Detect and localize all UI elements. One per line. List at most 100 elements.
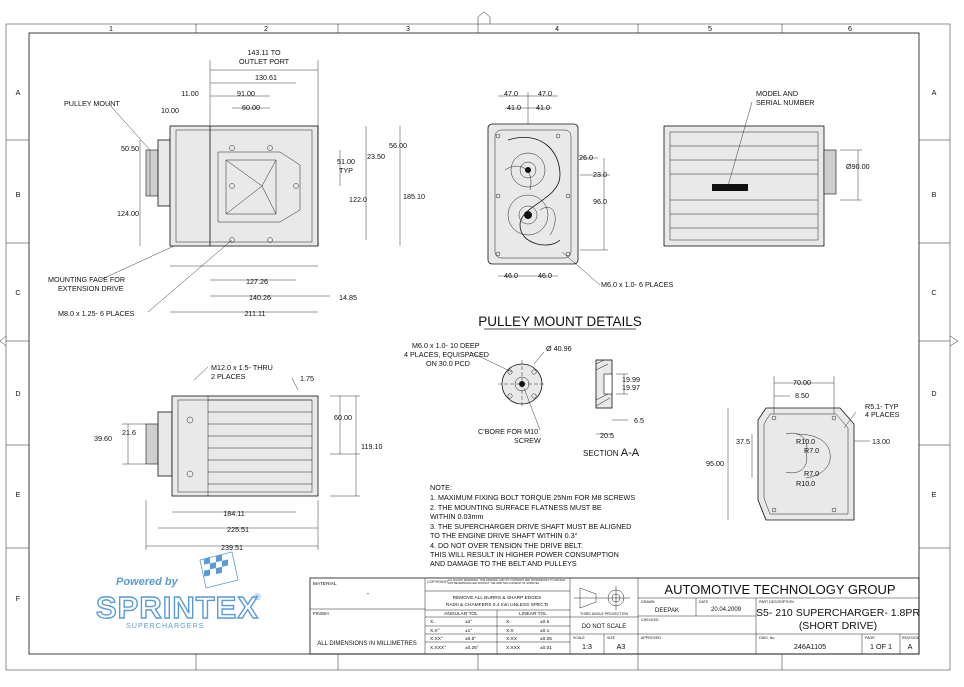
dim-r10-0-a: R10.0 (796, 437, 815, 446)
dim-119-10: 119.10 (361, 442, 382, 451)
tb-projection: THIRD ANGLE PROJECTION (580, 612, 629, 616)
dim-6-5: 6.5 (634, 416, 644, 425)
grid-row-e: E (16, 490, 21, 499)
dim-41-0-b: 41.0 (536, 103, 550, 112)
label-serial: SERIAL NUMBER (756, 98, 814, 107)
tol-r1-c1: X. (430, 619, 435, 625)
grid-row-c-right: C (931, 288, 936, 297)
note-3b: TO THE ENGINE DRIVE SHAFT WITHIN 0.3° (430, 531, 578, 540)
tb-finish-label: FINISH (313, 611, 329, 617)
tol-r2-c4: ±0.1 (540, 628, 550, 634)
label-pulley-mount: PULLEY MOUNT (64, 99, 120, 108)
dim-60-00: 60.00 (242, 103, 260, 112)
tol-r3-c1: X.XX° (430, 636, 443, 642)
label-pcd: ON 30.0 PCD (426, 359, 470, 368)
label-mounting-face: MOUNTING FACE FOR (48, 275, 125, 284)
label-m12-thru: M12.0 x 1.5- THRU (211, 363, 273, 372)
grid-row-d-right: D (931, 389, 936, 398)
tb-linear-tol: LINEAR TOL (519, 611, 547, 617)
bottom-view: M12.0 x 1.5- THRU 2 PLACES 1.75 60.00 11… (94, 363, 382, 552)
label-2-places: 2 PLACES (211, 372, 246, 381)
logo-tagline: Powered by (116, 576, 179, 588)
pulley-title: PULLEY MOUNT DETAILS (478, 314, 642, 329)
label-model: MODEL AND (756, 89, 798, 98)
tb-material-value: - (367, 589, 370, 598)
tol-r1-c2: ±2° (465, 619, 472, 625)
note-2: 2. THE MOUNTING SURFACE FLATNESS MUST BE (430, 503, 602, 512)
tb-size-label: SIZE (607, 636, 616, 640)
note-4b: THIS WILL RESULT IN HIGHER POWER CONSUMP… (430, 550, 619, 559)
dim-140-26: 140.26 (249, 293, 271, 302)
label-m8-holes: M8.0 x 1.25- 6 PLACES (58, 309, 135, 318)
note-1: 1. MAXIMUM FIXING BOLT TORQUE 25Nm FOR M… (430, 493, 635, 502)
tol-r4-c4: ±0.01 (540, 645, 552, 651)
tb-copyright-label: COPYRIGHT (427, 580, 449, 584)
logo-sub: SUPERCHARGERS (126, 621, 205, 630)
dim-46-0-a: 46.0 (504, 271, 518, 280)
sprintex-logo: Powered by SPRINTEX ® SUPERCHARGERS (95, 551, 261, 630)
label-extension-drive: EXTENSION DRIVE (58, 284, 124, 293)
grid-row-e-right: E (932, 490, 937, 499)
end-view: 47.0 47.0 41.0 41.0 26.0 23.0 96.0 46.0 … (487, 89, 674, 289)
label-m6-holes: M6.0 x 1.0- 6 PLACES (601, 280, 674, 289)
dim-185-10: 185.10 (403, 192, 425, 201)
tb-burrs-2: RADII & CHAMFERS 0.4 mm UNLESS SPEC'D (446, 602, 549, 608)
dim-typ: TYP (339, 166, 353, 175)
tol-r1-c4: ±0.5 (540, 619, 550, 625)
grid-row-b-right: B (932, 190, 937, 199)
dim-122-0: 122.0 (349, 195, 367, 204)
checkered-flag-icon (199, 551, 239, 589)
tb-copyright-text: ALL RIGHTS RESERVED. THIS DRAWING AND IT… (448, 579, 566, 585)
tb-part-desc-1: S5- 210 SUPERCHARGER- 1.8PR (756, 607, 920, 619)
dim-91-00: 91.00 (237, 89, 255, 98)
dim-130-61: 130.61 (255, 73, 277, 82)
tb-burrs-1: REMOVE ALL BURRS & SHARP EDGES (453, 595, 542, 601)
dim-20-5: 20.5 (600, 431, 614, 440)
small-end-view: 70.00 8.50 R5.1- TYP 4 PLACES 13.00 37.5… (706, 376, 900, 521)
tb-scale-label: SCALE (573, 636, 585, 640)
grid-row-a-right: A (932, 88, 937, 97)
grid-col-4: 4 (555, 24, 559, 33)
tol-r2-c1: X.X° (430, 628, 440, 634)
notes-heading: NOTE: (430, 483, 452, 492)
dim-dia-40-96: Ø 40.96 (546, 344, 572, 353)
grid-row-d: D (15, 389, 20, 398)
grid-col-6: 6 (848, 24, 852, 33)
tb-part-desc-label: PART DESCRIPTION (759, 600, 794, 604)
dim-96-0: 96.0 (593, 197, 607, 206)
label-screw: SCREW (514, 436, 541, 445)
tol-r4-c2: ±0.25° (465, 645, 479, 651)
tb-checked-label: CHECKED (641, 618, 659, 622)
dim-1-75: 1.75 (300, 374, 314, 383)
tb-page-label: PAGE (865, 636, 875, 640)
dim-14-85: 14.85 (339, 293, 357, 302)
tb-drawn-label: DRAWN (641, 600, 655, 604)
logo-brand: SPRINTEX (96, 590, 259, 625)
dim-19-97: 19.97 (622, 383, 640, 392)
dim-51-00: 51.00 (337, 157, 355, 166)
dim-127-26: 127.26 (246, 277, 268, 286)
dim-143-11-a: 143.11 TO (247, 48, 281, 57)
grid-row-c: C (15, 288, 20, 297)
dim-21-6: 21.6 (122, 428, 136, 437)
dim-r5-1: R5.1- TYP (865, 402, 899, 411)
grid-col-1: 1 (109, 24, 113, 33)
label-m6-deep: M6.0 x 1.0- 10 DEEP (412, 341, 480, 350)
tol-r2-c3: X.X (506, 628, 515, 634)
tb-rev-label: REVISION (902, 636, 920, 640)
grid-col-2: 2 (264, 24, 268, 33)
tol-r3-c4: ±0.05 (540, 636, 552, 642)
dim-225-51: 225.51 (227, 525, 249, 534)
tb-copyright-box: ALL RIGHTS RESERVED. THIS DRAWING AND IT… (448, 579, 566, 585)
dim-4-places: 4 PLACES (865, 410, 900, 419)
tol-r1-c3: X. (506, 619, 511, 625)
grid-row-f: F (16, 594, 21, 603)
tb-rev-value: A (908, 642, 913, 651)
label-equispaced: 4 PLACES, EQUISPACED (404, 350, 489, 359)
tol-r3-c2: ±0.5° (465, 636, 476, 642)
dim-19-99: 19.99 (622, 375, 640, 384)
tb-date-value: 20.04.2009 (711, 607, 742, 613)
dim-r7-0-b: R7.0 (804, 469, 819, 478)
